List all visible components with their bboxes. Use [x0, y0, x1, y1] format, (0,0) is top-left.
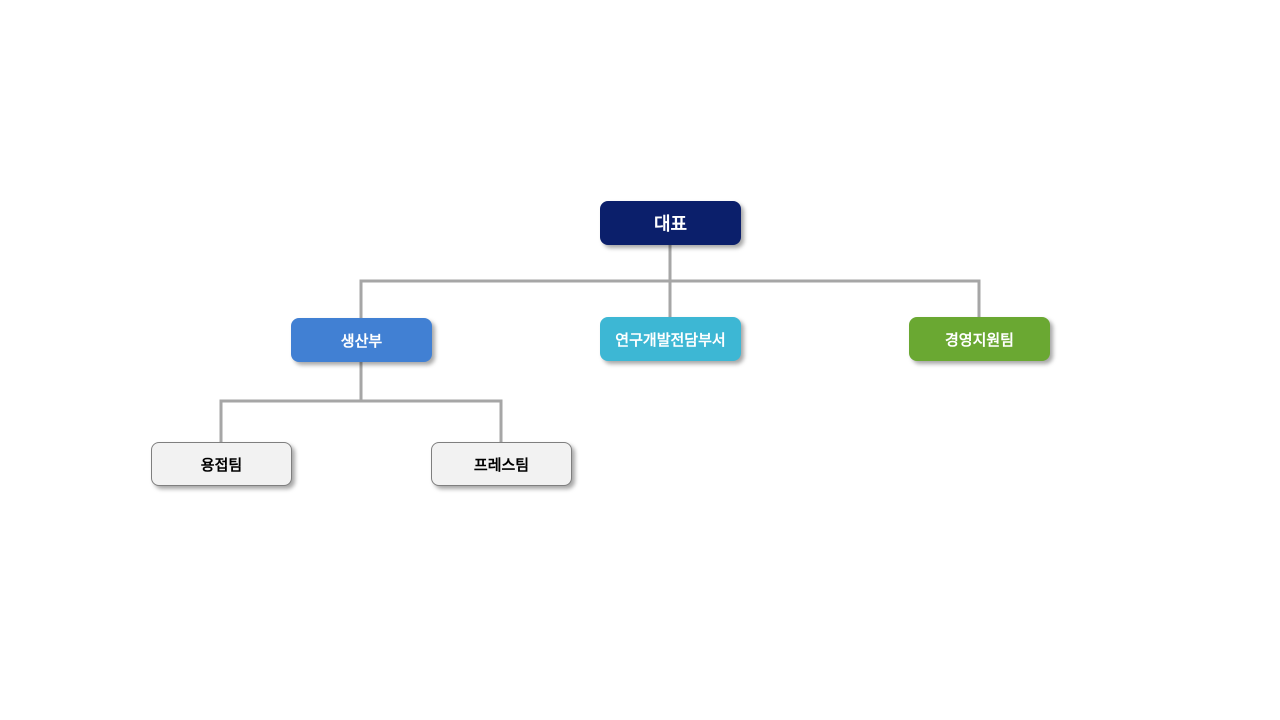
node-welding-team[interactable]: 용접팀: [151, 442, 292, 486]
node-management-support-team-label: 경영지원팀: [944, 330, 1014, 349]
node-rnd-dept[interactable]: 연구개발전담부서: [600, 317, 741, 361]
node-production-dept[interactable]: 생산부: [291, 318, 432, 362]
connector-production-to-teams: [219, 362, 503, 442]
node-press-team[interactable]: 프레스팀: [431, 442, 572, 486]
node-ceo-label: 대표: [653, 214, 688, 235]
node-welding-team-label: 용접팀: [200, 455, 243, 474]
node-rnd-dept-label: 연구개발전담부서: [615, 330, 726, 349]
node-ceo[interactable]: 대표: [600, 201, 741, 245]
node-production-dept-label: 생산부: [340, 331, 383, 350]
connector-ceo-to-departments: [359, 245, 981, 318]
node-management-support-team[interactable]: 경영지원팀: [909, 317, 1050, 361]
node-press-team-label: 프레스팀: [473, 455, 530, 474]
